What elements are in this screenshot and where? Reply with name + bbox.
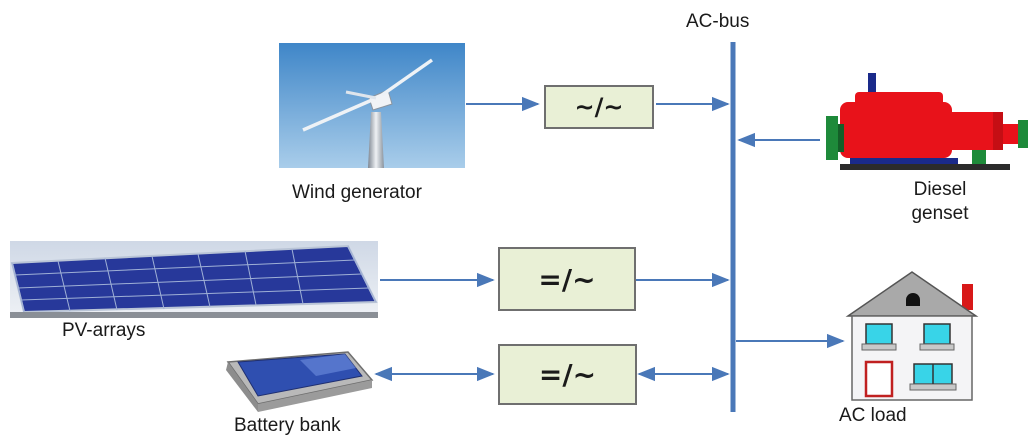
- battery-bank-label: Battery bank: [234, 415, 341, 436]
- wind-ac-ac-converter: ~/~: [544, 85, 654, 129]
- diesel-label-line1: Diesel: [913, 179, 967, 200]
- wind-converter-symbol: ~/~: [574, 93, 624, 121]
- ac-bus-label: AC-bus: [686, 11, 750, 32]
- diesel-genset-label: Diesel genset: [900, 178, 980, 226]
- pv-arrays-label: PV-arrays: [62, 320, 146, 341]
- pv-dc-ac-inverter: =/~: [498, 247, 636, 311]
- battery-photo: [226, 351, 374, 412]
- solar-panel-photo: [10, 241, 378, 318]
- diesel-engine-icon: [826, 73, 1028, 170]
- wind-turbine-photo: [279, 43, 465, 168]
- wind-generator-label: Wind generator: [292, 182, 422, 203]
- battery-converter-symbol: =/~: [538, 358, 597, 391]
- ac-load-label: AC load: [839, 405, 907, 426]
- house-icon: [845, 271, 979, 401]
- pv-converter-symbol: =/~: [538, 262, 596, 296]
- battery-bidirectional-converter: =/~: [498, 344, 637, 405]
- diesel-label-line2: genset: [911, 203, 969, 224]
